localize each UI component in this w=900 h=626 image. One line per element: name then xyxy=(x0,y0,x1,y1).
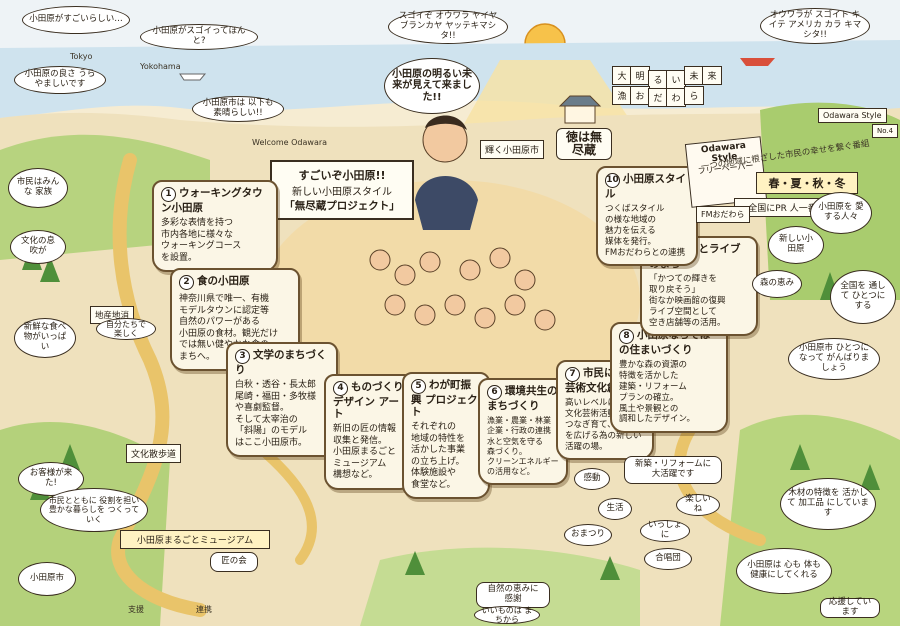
project-body: それぞれの 地域の特性を 活かした事業 の立ち上げ。 体験施設や 食堂など。 xyxy=(411,422,466,490)
motto-sign: 徳は無尽蔵 xyxy=(556,128,612,161)
note-choir: 合唱団 xyxy=(644,548,692,570)
seasons-sign: 春・夏・秋・冬 xyxy=(756,172,858,194)
note-citizen-roles: 市民とともに 役割を担い 豊かな暮らしを つくっていく xyxy=(40,488,148,532)
speech-bubble-yokohama: 小田原がスゴイってほんと? xyxy=(140,24,258,50)
project-body: 豊かな森の資源の 特徴を活かした 建築・リフォーム プランの確立。 風土や景観と… xyxy=(619,360,695,425)
project-number: 1 xyxy=(161,187,176,202)
brand-label: Odawara Style xyxy=(818,108,887,123)
note-moved: 感動 xyxy=(574,468,610,490)
project-body: 新旧の匠の情報 収集と発信。 小田原まるごと ミュージアム 構想など。 xyxy=(333,424,397,481)
speech-bubble-america: オウワラが スゴイト キイテ アメリカ カラ キマシタ!! xyxy=(760,8,870,44)
place-label-tokyo: Tokyo xyxy=(70,52,93,61)
radio-label: FMおだわら xyxy=(696,206,750,223)
note-new-odawara: 新しい小田原 xyxy=(768,226,824,264)
project-title: ウォーキングタウン小田原 xyxy=(161,187,263,214)
project-number: 2 xyxy=(179,275,194,290)
project-number: 7 xyxy=(565,367,580,382)
project-title: 文学のまちづくり xyxy=(235,349,327,376)
project-title: 食の小田原 xyxy=(197,275,250,287)
banner-char: わ xyxy=(666,88,686,107)
note-nationwide: 全国を 通して ひとつにする xyxy=(830,270,896,324)
project-title: わが町振興 プロジェクト xyxy=(411,379,478,419)
note-life: 生活 xyxy=(598,498,632,520)
city-hall-banner: 輝く小田原市 xyxy=(480,140,545,159)
banner-char: 来 xyxy=(702,66,722,85)
banner-char: 大 xyxy=(612,66,632,85)
note-craftsmen: 匠の会 xyxy=(210,552,258,572)
project-body: 神奈川県で唯一、有機 モデルタウンに認定等 自然のパワーがある 小田原の食材。観… xyxy=(179,294,279,362)
title-line-1: すごいぞ小田原!! xyxy=(298,169,386,182)
banner-char: ら xyxy=(684,86,704,105)
banner-char: 未 xyxy=(684,66,704,85)
magazine-issue: No.4 xyxy=(872,124,899,138)
project-number: 8 xyxy=(619,329,634,344)
note-ourselves: 自分たちで 楽しく xyxy=(96,318,156,340)
project-number: 4 xyxy=(333,381,348,396)
museum-sign: 小田原まるごとミュージアム xyxy=(120,530,270,549)
speech-bubble-top-left: 小田原がすごいらしい… xyxy=(22,6,130,34)
note-festival: おまつり xyxy=(564,524,612,546)
note-odawara-city: 小田原市 xyxy=(18,562,76,596)
note-good-things: いいものは まちから xyxy=(474,606,540,624)
project-body: つくばスタイル の様な地域の 魅力を伝える 媒体を発行。 FMおだわらとの連携 xyxy=(605,204,686,258)
label-collaboration: 連携 xyxy=(196,605,212,614)
note-culture: 文化の息吹が xyxy=(10,230,66,264)
note-citizens-family: 市民はみんな 家族 xyxy=(8,168,68,208)
title-panel: すごいぞ小田原!! 新しい小田原スタイル 「無尽蔵プロジェクト」 xyxy=(270,160,414,220)
note-fun: 楽しいね xyxy=(676,494,720,516)
top-right-banner: 大 明 る い 未 来 漁 お だ わ ら xyxy=(612,66,762,107)
title-line-2: 新しい小田原スタイル xyxy=(292,187,392,198)
banner-char: お xyxy=(630,86,650,105)
banner-char: る xyxy=(648,70,668,89)
note-wood-products: 木材の特徴を 活かして 加工品 にしています xyxy=(780,478,876,530)
project-number: 3 xyxy=(235,349,250,364)
project-title: 環境共生の まちづくり xyxy=(487,385,558,412)
project-body: 白秋・透谷・長太郎 尾崎・福田・多牧様 や喜劇監督。 そして太宰治の 「斜陽」の… xyxy=(235,380,317,448)
project-number: 10 xyxy=(605,173,620,188)
project-body: 「かつての輝きを 取り戻そう」 街なか映画館の復興 ライブ空間として 空き店舗等… xyxy=(649,274,726,328)
note-support: 応援しています xyxy=(820,597,880,618)
project-number: 5 xyxy=(411,379,426,394)
speech-bubble-envy: 小田原の良さ うらやましいです xyxy=(14,66,106,94)
speech-bubble-great: 小田原市は 以下も素晴らしい!! xyxy=(192,96,284,122)
note-forest: 森の恵み xyxy=(752,270,802,298)
note-nature-thanks: 自然の恵みに 感謝 xyxy=(476,582,550,608)
banner-char: 明 xyxy=(630,66,650,85)
project-body: 漁業・農業・林業 企業・行政の連携 水と空気を守る 森づくり。 クリーンエネルギ… xyxy=(487,416,559,477)
label-support: 支援 xyxy=(128,605,144,614)
banner-char: だ xyxy=(648,88,668,107)
mayor-speech-bubble: 小田原の明るい未来が見えて来ました!! xyxy=(384,58,480,114)
project-title: ものづくり デザイン アート xyxy=(333,381,404,421)
project-body: 多彩な表情を持つ 市内各地に様々な ウォーキングコース を設置。 xyxy=(161,218,242,263)
speech-bubble-visitors: スゴイぞ オウワラ ヤイヤ ブランカヤ ヤッテキマシタ!! xyxy=(388,10,508,44)
note-together: 小田原市 ひとつになって がんばりましょう xyxy=(788,338,880,380)
banner-char: い xyxy=(666,70,686,89)
title-line-3: 「無尽蔵プロジェクト」 xyxy=(284,200,400,212)
note-together2: いっしょに xyxy=(640,520,690,542)
welcome-sign: Welcome Odawara xyxy=(252,138,328,147)
note-fresh-food: 新鮮な食べ物がいっぱい xyxy=(14,318,76,358)
project-body: 高いレベルにある 文化芸術活動を つなぎ育て、視野 を広げる為の新しい 活躍の場… xyxy=(565,398,642,452)
project-title: 小田原スタイル xyxy=(605,173,686,200)
project-8-housing: 8小田原ならでは の住まいづくり 豊かな森の資源の 特徴を活かした 建築・リフォ… xyxy=(610,322,728,434)
note-people-love: 小田原を 愛する人々 xyxy=(810,192,872,234)
culture-walk-sign: 文化散歩道 xyxy=(126,444,182,463)
place-label-yokohama: Yokohama xyxy=(140,62,181,71)
banner-char: 漁 xyxy=(612,86,632,105)
note-renovation: 新築・リフォームに 大活躍です xyxy=(624,456,722,484)
note-healthy: 小田原は 心も 体も 健康にしてくれる xyxy=(736,548,832,594)
project-number: 6 xyxy=(487,385,502,400)
